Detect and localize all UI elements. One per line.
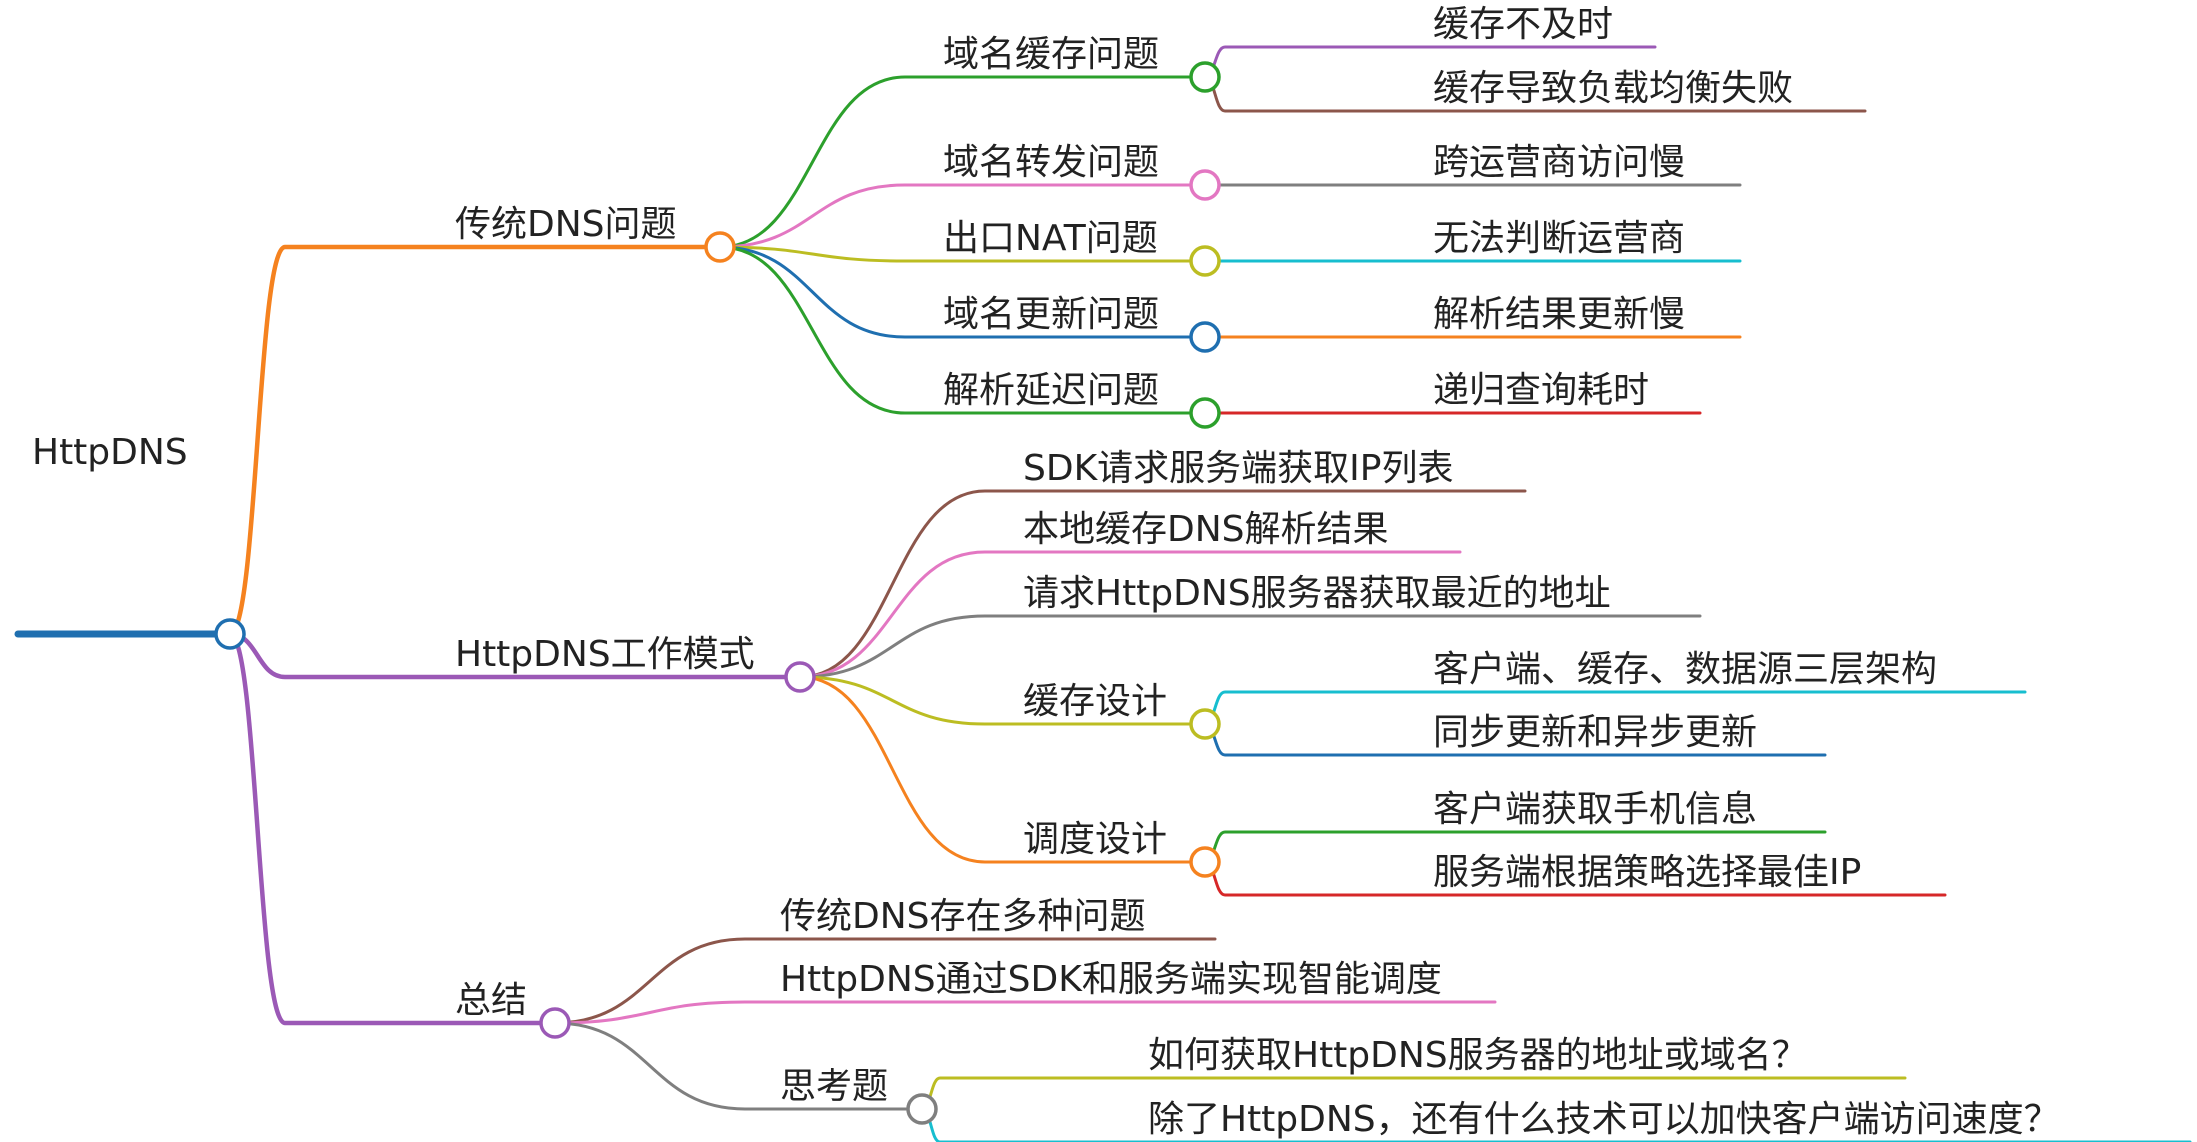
root-label[interactable]: HttpDNS — [32, 432, 188, 473]
node-label-domain-forward[interactable]: 域名转发问题 — [943, 142, 1160, 183]
connector-line — [798, 675, 1207, 726]
connector-line — [798, 489, 1527, 679]
branch-label-summary[interactable]: 总结 — [455, 980, 528, 1021]
collapse-toggle[interactable] — [784, 661, 816, 693]
connector-line — [553, 1021, 924, 1111]
leaf-label-cache-load-balance-fail[interactable]: 缓存导致负载均衡失败 — [1433, 68, 1794, 109]
leaf-label-client-phone-info[interactable]: 客户端获取手机信息 — [1433, 789, 1758, 830]
leaf-label-sync-async-update[interactable]: 同步更新和异步更新 — [1433, 712, 1758, 753]
leaf-label-question-2[interactable]: 除了HttpDNS，还有什么技术可以加快客户端访问速度？ — [1148, 1099, 2060, 1140]
leaf-label-recursive-query-cost[interactable]: 递归查询耗时 — [1433, 370, 1650, 411]
collapse-toggle[interactable] — [1189, 169, 1221, 201]
node-label-dispatch-design[interactable]: 调度设计 — [1023, 819, 1168, 860]
leaf-label-cannot-judge-isp[interactable]: 无法判断运营商 — [1433, 218, 1686, 259]
collapse-toggle[interactable] — [1189, 321, 1221, 353]
collapse-toggle[interactable] — [1189, 61, 1221, 93]
leaf-label-result-update-slow[interactable]: 解析结果更新慢 — [1433, 294, 1686, 335]
collapse-toggle[interactable] — [906, 1093, 938, 1125]
connector-line — [553, 1000, 1497, 1025]
branch-label-traditional-dns[interactable]: 传统DNS问题 — [455, 204, 677, 245]
node-label-domain-cache[interactable]: 域名缓存问题 — [943, 34, 1160, 75]
leaf-label-server-best-ip[interactable]: 服务端根据策略选择最佳IP — [1433, 852, 1862, 893]
node-label-domain-update[interactable]: 域名更新问题 — [943, 294, 1160, 335]
collapse-toggle[interactable] — [1189, 708, 1221, 740]
collapse-toggle[interactable] — [704, 231, 736, 263]
leaf-label-httpdns-smart-dispatch[interactable]: HttpDNS通过SDK和服务端实现智能调度 — [780, 959, 1442, 1000]
connector-line — [718, 245, 1207, 415]
connector-line — [718, 75, 1207, 249]
node-label-exit-nat[interactable]: 出口NAT问题 — [943, 218, 1158, 259]
leaf-label-request-nearest[interactable]: 请求HttpDNS服务器获取最近的地址 — [1023, 573, 1611, 614]
leaf-label-cache-not-timely[interactable]: 缓存不及时 — [1433, 4, 1614, 45]
leaf-label-local-cache[interactable]: 本地缓存DNS解析结果 — [1023, 509, 1389, 550]
branch-label-httpdns-mode[interactable]: HttpDNS工作模式 — [455, 634, 755, 675]
connector-line — [718, 183, 1207, 249]
connector-line — [718, 245, 1207, 339]
connector-line — [718, 245, 1207, 263]
leaf-label-cross-isp-slow[interactable]: 跨运营商访问慢 — [1433, 142, 1686, 183]
leaf-label-sdk-request-ip[interactable]: SDK请求服务端获取IP列表 — [1023, 448, 1454, 489]
node-label-resolve-delay[interactable]: 解析延迟问题 — [943, 370, 1160, 411]
connector-line — [227, 244, 723, 637]
node-label-cache-design[interactable]: 缓存设计 — [1023, 681, 1168, 722]
collapse-toggle[interactable] — [1189, 245, 1221, 277]
connector-line — [798, 550, 1462, 679]
connector-line — [798, 614, 1702, 679]
leaf-label-three-layer[interactable]: 客户端、缓存、数据源三层架构 — [1433, 649, 1938, 690]
collapse-toggle[interactable] — [539, 1007, 571, 1039]
connector-line — [553, 937, 1217, 1025]
leaf-label-question-1[interactable]: 如何获取HttpDNS服务器的地址或域名？ — [1148, 1035, 1808, 1076]
connector-line — [798, 675, 1207, 864]
collapse-toggle[interactable] — [1189, 397, 1221, 429]
connector-line — [227, 631, 558, 1026]
node-label-questions[interactable]: 思考题 — [780, 1066, 889, 1107]
leaf-label-traditional-problems[interactable]: 传统DNS存在多种问题 — [780, 896, 1146, 937]
collapse-toggle[interactable] — [1189, 846, 1221, 878]
root-collapse-toggle[interactable] — [214, 618, 246, 650]
